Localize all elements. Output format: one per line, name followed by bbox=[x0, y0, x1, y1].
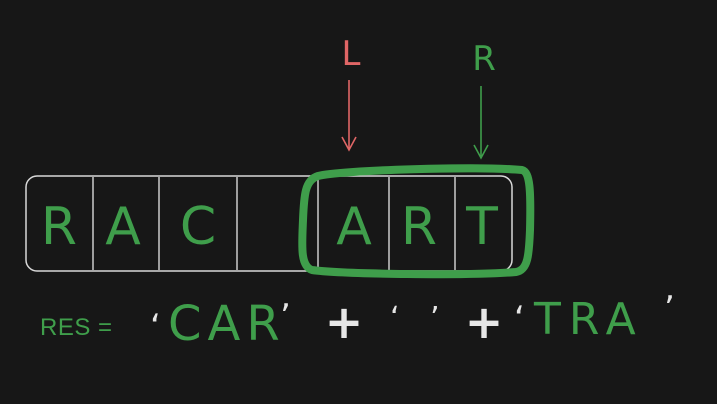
result-part-first: CAR bbox=[168, 296, 286, 352]
array-cell-4: A bbox=[336, 197, 372, 257]
open-quote-mark: ‘ bbox=[150, 307, 161, 347]
plus-sign: + bbox=[325, 295, 364, 349]
array-cell-5: R bbox=[401, 197, 437, 257]
array-cell-6: T bbox=[465, 197, 498, 257]
result-label: RES = bbox=[40, 314, 113, 341]
result-part-last: TRA bbox=[533, 294, 644, 345]
array-cell-2: C bbox=[180, 197, 216, 257]
sliding-window-highlight bbox=[298, 164, 535, 279]
open-quote-mark: ‘ bbox=[390, 301, 400, 336]
array-cell-1: A bbox=[105, 197, 141, 257]
right-pointer: R bbox=[472, 39, 496, 160]
left-pointer-arrow-head bbox=[341, 136, 357, 152]
result-expression: ‘ CAR ’ + ‘ ’ + ‘ TRA ’ bbox=[150, 289, 675, 352]
char-array: R A C A R T bbox=[25, 175, 513, 272]
right-pointer-arrow-head bbox=[473, 144, 489, 160]
plus-sign: + bbox=[465, 295, 504, 349]
left-pointer-label: L bbox=[342, 34, 361, 74]
left-pointer: L bbox=[341, 34, 361, 152]
array-outline bbox=[25, 175, 513, 272]
close-quote-mark: ’ bbox=[280, 297, 291, 337]
open-quote-mark: ‘ bbox=[514, 299, 525, 339]
close-quote-mark: ’ bbox=[664, 289, 675, 329]
close-quote-mark: ’ bbox=[430, 301, 440, 336]
right-pointer-label: R bbox=[472, 39, 496, 79]
array-cell-0: R bbox=[41, 197, 77, 257]
